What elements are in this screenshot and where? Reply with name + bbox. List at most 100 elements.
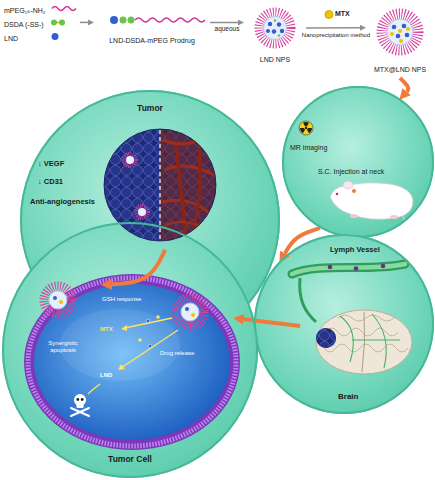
node-text: Synergistic apoptosis — [40, 340, 86, 354]
node-text: LND — [4, 35, 18, 43]
tumor-cell-figure — [156, 315, 160, 319]
brain-figure — [362, 312, 365, 372]
prodrug-node: LND-DSDA-mPEG Prodrug — [94, 4, 210, 50]
tumor-cell-figure — [71, 394, 89, 416]
flow-arrow — [306, 27, 360, 29]
node-text: Anti-angiogenesis — [30, 198, 95, 207]
circle-outline — [282, 86, 434, 238]
lymph-vessel — [292, 264, 405, 274]
mtx-lnd-nanoparticle — [406, 27, 410, 31]
tumor-cell-figure — [59, 300, 63, 304]
tumor-cell-figure — [118, 364, 125, 370]
lnd-nanoparticle — [280, 29, 284, 33]
tumor-cell-figure — [176, 298, 204, 326]
tumor-cell-circle: Tumor CellGSH responseSynergistic apopto… — [2, 222, 258, 478]
reagent-list: mPEG₅ₖ-NH₂DSDA (-SS-)LND — [4, 4, 80, 50]
tumor-cell-figure — [71, 408, 89, 416]
node-text: Drug release — [160, 350, 194, 357]
nanoparticle-node: LND NPS — [244, 4, 306, 68]
lnd-nanoparticle — [268, 22, 272, 26]
mtx-lnd-nanoparticle — [402, 24, 407, 29]
tumor-cell-figure — [49, 291, 67, 309]
tumor-cell-figure — [125, 318, 172, 328]
reagent-icons — [52, 33, 59, 40]
mtx-molecule — [325, 11, 333, 19]
node-text: MR imaging — [290, 144, 327, 152]
node-text: ↓ CD31 — [38, 178, 63, 187]
prodrug-molecule — [135, 18, 205, 22]
reagent-icons — [59, 20, 65, 26]
node-text: GSH response — [102, 296, 141, 303]
reagent-icons — [51, 20, 57, 26]
reagent-label: MTX — [335, 10, 350, 18]
tumor-cell-figure — [191, 313, 195, 317]
circle-outline — [254, 234, 434, 414]
flow-arrow — [210, 22, 238, 24]
lnd-nanoparticle — [266, 29, 270, 33]
reagent-icons — [51, 7, 76, 41]
tumor-cell-figure — [88, 384, 100, 394]
mtx-lnd-nanoparticle — [382, 14, 418, 50]
tumor-illustration — [162, 200, 212, 215]
tumor-cell-figure — [76, 398, 79, 401]
mtx-lnd-nanoparticle — [405, 33, 410, 38]
node-heading: Tumor — [137, 104, 163, 114]
tumor-cell-figure — [148, 344, 152, 348]
mtx-molecule — [325, 11, 333, 19]
mtx-lnd-nanoparticle — [398, 29, 402, 33]
prodrug-molecule — [110, 16, 205, 24]
brain-figure — [316, 310, 412, 374]
mtx-lnd-nanoparticle — [390, 32, 394, 36]
brain-circle: Lymph VesselBrain — [254, 234, 434, 414]
lymph-vessel — [328, 265, 333, 270]
mtx-lnd-nanoparticle — [387, 19, 413, 45]
brain-figure — [338, 315, 394, 321]
tumor-cell-figure — [81, 398, 84, 401]
node-text: Brain — [338, 392, 358, 401]
lnd-nanoparticle — [259, 12, 291, 44]
mtx-lnd-nanoparticle — [382, 14, 418, 50]
node-text: ↓ VEGF — [38, 160, 64, 169]
brain-figure — [352, 340, 400, 341]
brain-figure — [326, 328, 398, 336]
radiation-icon — [305, 127, 307, 129]
lnd-nanoparticle — [274, 19, 277, 22]
mtx-lnd-nanoparticle — [392, 25, 397, 30]
tumor-cell-figure — [121, 325, 127, 331]
flow-arrow — [112, 250, 165, 284]
flow-arrow — [400, 78, 408, 92]
lymph-vessel — [292, 264, 405, 274]
mouse-figure — [330, 183, 413, 220]
node-text: DSDA (-SS-) — [4, 21, 44, 29]
region-circles — [2, 86, 434, 478]
lnd-nanoparticle — [259, 12, 291, 44]
tumor-cell-figure — [34, 284, 230, 440]
brain-figure — [316, 310, 412, 374]
mouse-figure — [343, 181, 353, 189]
circle-outline — [255, 235, 433, 413]
region-circles — [2, 222, 258, 478]
radiation-icon — [299, 121, 313, 135]
tumor-cell-figure — [138, 338, 142, 342]
tumor-illustration — [126, 156, 134, 164]
mouse-figure — [336, 193, 339, 196]
mtx-lnd-nanoparticle — [396, 34, 401, 39]
mouse-figure — [330, 181, 413, 226]
node-heading: LND-DSDA-mPEG Prodrug — [109, 37, 195, 45]
tumor-illustration — [138, 208, 146, 216]
radiation-icon — [303, 122, 309, 126]
tumor-illustration — [176, 146, 186, 234]
tumor-cell-figure — [24, 274, 240, 450]
circle-outline — [20, 90, 280, 350]
node-heading: Lymph Vessel — [330, 246, 380, 255]
node-heading: MTX@LND NPS — [374, 66, 426, 74]
edge-label: aqueous — [214, 25, 241, 32]
lnd-nanoparticle — [277, 22, 281, 26]
tumor-cell-figure — [77, 403, 84, 408]
radiation-icon — [299, 121, 313, 135]
tumor-cell-figure — [24, 274, 240, 450]
circle-outline — [3, 223, 257, 477]
